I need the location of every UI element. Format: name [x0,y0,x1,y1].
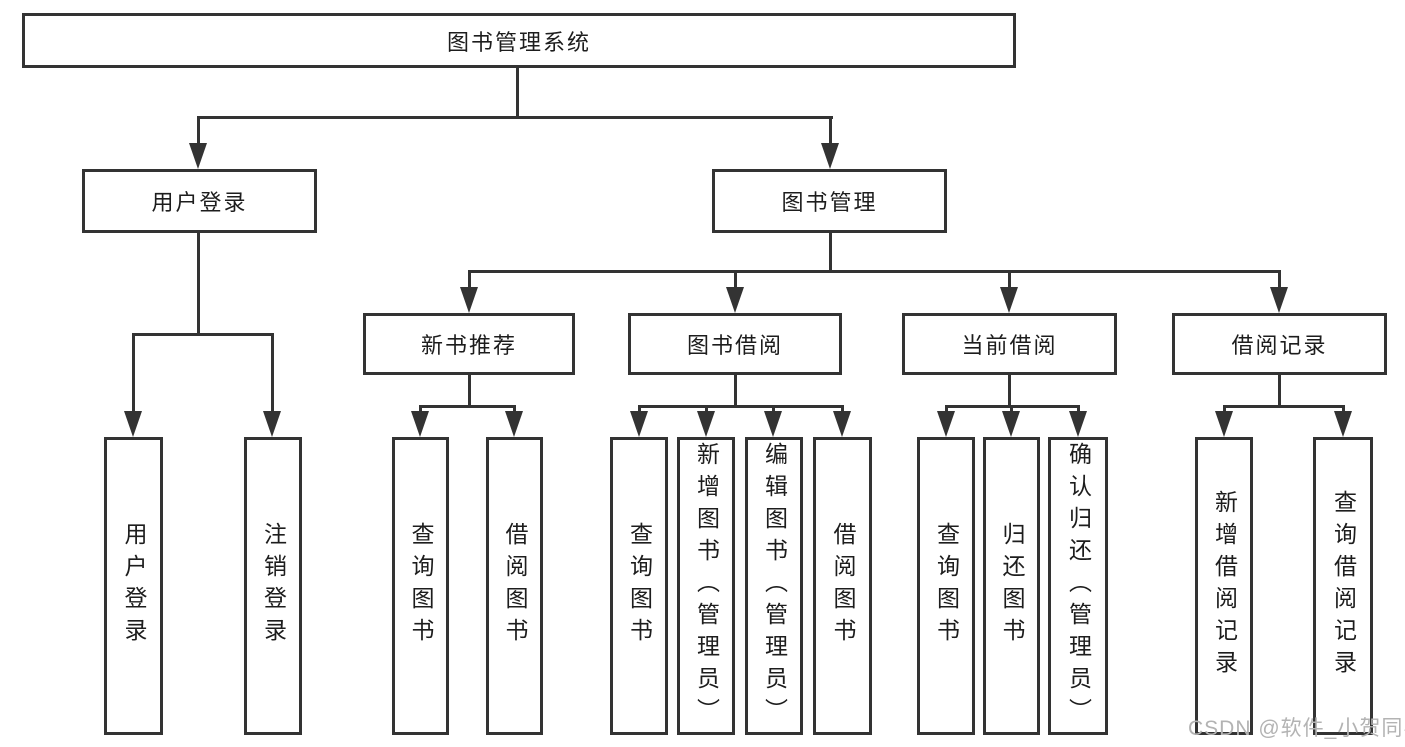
leaf-return-book: 归还图书 [983,437,1040,735]
leaf-borrow-book: 借阅图书 [813,437,872,735]
node-root-label: 图书管理系统 [446,29,591,55]
leaf-user-login: 用户登录 [104,437,163,735]
connector-line [841,405,844,415]
connector-line [1010,405,1013,415]
leaf-user-login-label: 用户登录 [121,522,147,650]
leaf-current-query-label: 查询图书 [933,522,960,650]
arrow-down-icon [411,411,429,437]
arrow-down-icon [1270,287,1288,313]
connector-line [638,405,844,408]
connector-line [197,116,200,146]
node-root: 图书管理系统 [22,13,1016,68]
leaf-logout: 注销登录 [244,437,302,735]
connector-line [468,270,1281,273]
leaf-query-borrow-record-label: 查询借阅记录 [1330,490,1357,682]
arrow-down-icon [833,411,851,437]
connector-line [638,405,641,415]
arrow-down-icon [764,411,782,437]
connector-line [1077,405,1080,415]
connector-line [197,116,833,119]
node-current-borrow-label: 当前借阅 [961,333,1058,358]
connector-line [1008,375,1011,408]
leaf-newbook-query: 查询图书 [392,437,449,735]
leaf-borrow-edit-book: 编辑图书（管理员） [745,437,803,735]
node-user-login: 用户登录 [82,169,317,233]
leaf-borrow-add-book: 新增图书（管理员） [677,437,735,735]
arrow-down-icon [1334,411,1352,437]
connector-line [945,405,948,415]
leaf-borrow-add-book-label: 新增图书（管理员） [693,442,720,730]
node-book-borrow-label: 图书借阅 [686,333,783,358]
arrow-down-icon [937,411,955,437]
leaf-confirm-return-label: 确认归还（管理员） [1065,442,1092,730]
connector-line [734,270,737,290]
node-new-book-recommend: 新书推荐 [363,313,575,375]
arrow-down-icon [1215,411,1233,437]
connector-line [468,270,471,290]
connector-line [1342,405,1345,415]
connector-line [829,233,832,273]
node-book-borrow: 图书借阅 [628,313,842,375]
connector-line [132,333,274,336]
leaf-newbook-borrow: 借阅图书 [486,437,543,735]
connector-line [197,233,200,336]
connector-line [772,405,775,415]
connector-line [1008,270,1011,290]
arrow-down-icon [1000,287,1018,313]
leaf-borrow-book-label: 借阅图书 [830,522,856,650]
connector-line [1223,405,1226,415]
connector-line [419,405,516,408]
leaf-logout-label: 注销登录 [260,522,287,650]
leaf-borrow-edit-book-label: 编辑图书（管理员） [761,442,788,730]
connector-line [829,116,832,146]
connector-line [1278,270,1281,290]
arrow-down-icon [124,411,142,437]
leaf-return-book-label: 归还图书 [999,522,1025,650]
arrow-down-icon [1002,411,1020,437]
connector-line [271,333,274,413]
connector-line [132,333,135,413]
arrow-down-icon [630,411,648,437]
node-new-book-recommend-label: 新书推荐 [420,333,517,358]
node-book-management-label: 图书管理 [781,190,878,215]
leaf-confirm-return: 确认归还（管理员） [1048,437,1108,735]
connector-line [513,405,516,415]
arrow-down-icon [189,143,207,169]
leaf-add-borrow-record-label: 新增借阅记录 [1211,490,1238,682]
connector-line [419,405,422,415]
leaf-query-borrow-record: 查询借阅记录 [1313,437,1373,735]
node-current-borrow: 当前借阅 [902,313,1117,375]
arrow-down-icon [726,287,744,313]
arrow-down-icon [263,411,281,437]
connector-line [468,375,471,408]
leaf-add-borrow-record: 新增借阅记录 [1195,437,1253,735]
arrow-down-icon [460,287,478,313]
connector-line [734,375,737,408]
arrow-down-icon [505,411,523,437]
csdn-watermark: CSDN @软件_小贺同学 [1188,717,1405,740]
node-borrow-records-label: 借阅记录 [1231,333,1328,358]
node-borrow-records: 借阅记录 [1172,313,1387,375]
node-user-login-label: 用户登录 [151,190,248,215]
leaf-borrow-query-label: 查询图书 [626,522,653,650]
connector-line [1223,405,1345,408]
leaf-borrow-query: 查询图书 [610,437,668,735]
connector-line [705,405,708,415]
connector-line [1278,375,1281,408]
node-book-management: 图书管理 [712,169,947,233]
leaf-newbook-query-label: 查询图书 [408,522,434,650]
arrow-down-icon [1069,411,1087,437]
connector-line [516,68,519,118]
arrow-down-icon [821,143,839,169]
leaf-current-query: 查询图书 [917,437,975,735]
leaf-newbook-borrow-label: 借阅图书 [502,522,528,650]
arrow-down-icon [697,411,715,437]
